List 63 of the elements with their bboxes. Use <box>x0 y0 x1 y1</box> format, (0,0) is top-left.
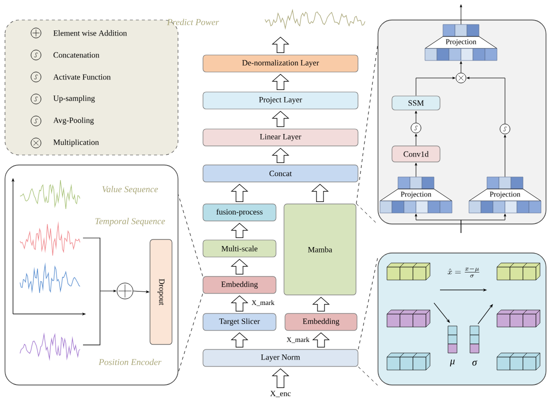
block-arrow <box>272 74 290 90</box>
symbol-label: μ <box>450 360 455 366</box>
symbol-label: σ <box>472 360 478 366</box>
process-box: Embedding <box>202 276 276 294</box>
dashed-zoom-line <box>358 366 378 386</box>
sequence-label: Position Encoder <box>98 358 162 366</box>
arrow <box>504 134 506 178</box>
layer-box: De-normalization Layer <box>202 54 358 72</box>
layer-box: Concat <box>202 164 358 182</box>
dashed-zoom-line <box>356 203 378 225</box>
block-arrow <box>230 295 248 312</box>
arrow <box>414 134 418 146</box>
dropout-box: Dropout <box>150 239 172 345</box>
block-arrow <box>230 184 248 202</box>
arrow <box>460 61 462 73</box>
sequence-label: Temporal Sequence <box>95 218 165 226</box>
block-arrow <box>312 332 330 348</box>
arrow <box>466 76 506 124</box>
layer-box: Project Layer <box>202 92 358 110</box>
layer-box: Linear Layer <box>202 128 358 146</box>
block-arrow <box>272 368 290 388</box>
process-box: fusion-process <box>202 204 276 222</box>
arrow <box>414 162 418 178</box>
layer-box: Layer Norm <box>202 349 358 367</box>
arrow <box>416 76 456 96</box>
block-arrow <box>312 296 330 312</box>
arrow <box>414 110 418 123</box>
dashed-zoom-line <box>178 194 203 276</box>
process-box: Target Slicer <box>202 313 276 331</box>
dashed-zoom-line <box>178 294 203 373</box>
arrow <box>133 290 150 293</box>
detail-panel <box>4 164 178 386</box>
legend-label: Concatenation <box>54 52 100 58</box>
process-box: Conv1d <box>392 146 440 162</box>
dashed-zoom-line <box>356 44 378 204</box>
arrow <box>100 290 116 292</box>
sparkline-drawing <box>264 8 366 30</box>
process-box: Multi-scale <box>202 240 276 258</box>
multiplication-circle <box>456 72 466 84</box>
process-box: SSM <box>392 96 440 110</box>
legend-label: Multiplication <box>53 139 99 147</box>
legend-label: Element wise Addition <box>53 30 127 36</box>
block-arrow <box>272 110 290 127</box>
legend-label: Avg-Pooling <box>53 117 94 125</box>
block-arrow <box>230 332 248 348</box>
activation-circle <box>500 124 510 134</box>
block-arrow <box>311 184 329 202</box>
block-arrow <box>230 222 248 238</box>
arrow <box>460 4 462 25</box>
block-arrow <box>272 36 290 53</box>
legend-label: Activate Function <box>53 74 111 80</box>
process-box: Embedding <box>284 313 358 331</box>
addition-circle <box>116 282 134 300</box>
block-arrow <box>272 148 290 163</box>
process-box: Mamba <box>284 204 356 296</box>
dashed-zoom-line <box>358 257 378 350</box>
input-label: X_enc <box>270 390 291 398</box>
activation-circle <box>410 122 422 134</box>
block-arrow <box>230 258 248 274</box>
formula: $\hat{x}=\frac{x-\mu}{\sigma}$ <box>448 268 480 278</box>
arrow <box>460 214 506 234</box>
legend-label: Up-sampling <box>53 95 95 103</box>
chart-caption: Predict Power <box>167 18 219 26</box>
